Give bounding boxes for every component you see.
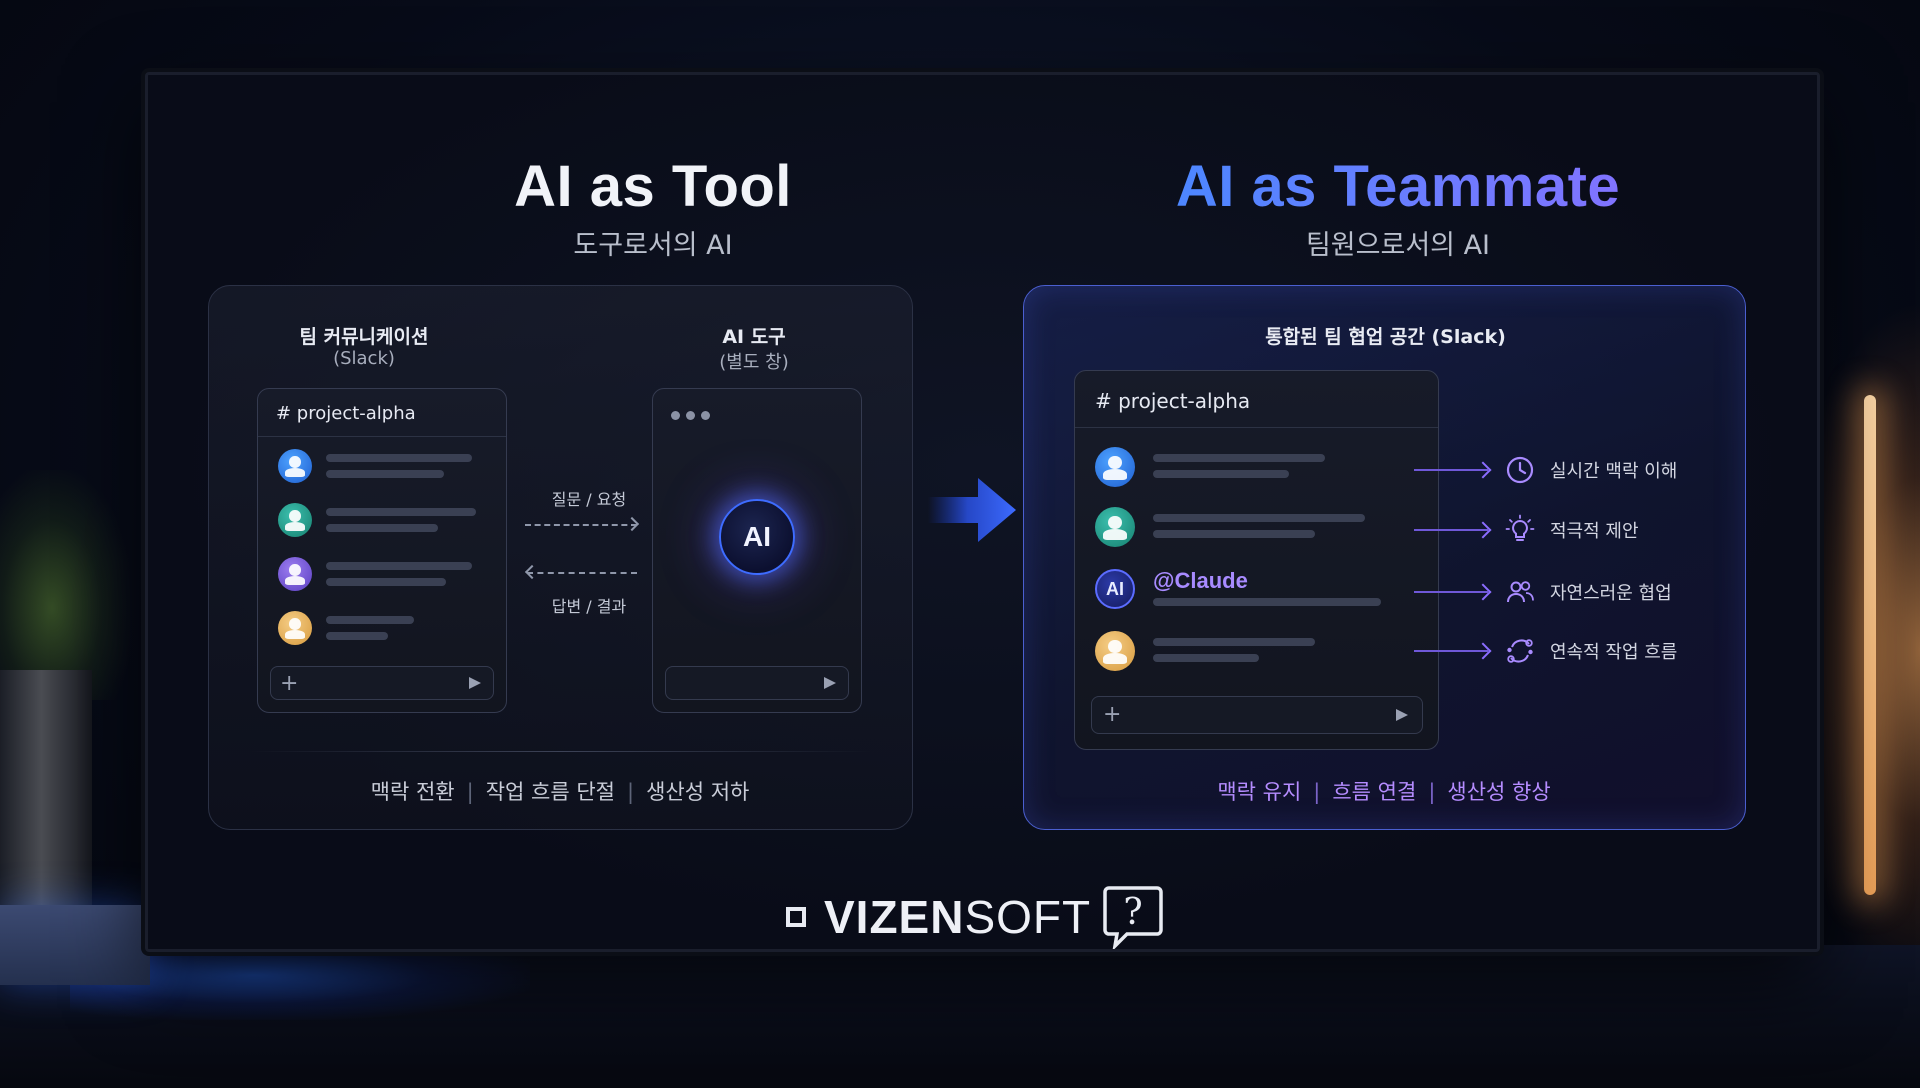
feature-label: 연속적 작업 흐름	[1550, 642, 1678, 663]
request-label: 질문 / 요청	[551, 490, 627, 509]
separator: |	[466, 780, 474, 804]
feature-label: 적극적 제안	[1550, 521, 1639, 542]
claude-mention[interactable]: @Claude	[1153, 568, 1248, 593]
drawback-2: 작업 흐름 단절	[485, 780, 615, 804]
message-line	[326, 508, 476, 516]
plant-pot	[0, 670, 92, 910]
left-title: AI as Tool	[514, 154, 792, 219]
drawback-1: 맥락 전환	[370, 780, 455, 804]
team-comm-sub: (Slack)	[333, 348, 395, 369]
teammate-benefits: 맥락 유지 | 흐름 연결 | 생산성 향상	[1024, 776, 1744, 806]
benefit-1: 맥락 유지	[1217, 780, 1302, 804]
brand-name-light: SOFT	[964, 891, 1092, 943]
message-line	[1153, 514, 1365, 522]
divider	[249, 751, 872, 752]
benefit-3: 생산성 향상	[1447, 780, 1551, 804]
desk-lamp	[1864, 395, 1876, 895]
request-arrow	[525, 524, 637, 526]
message-line	[326, 470, 444, 478]
message-line	[326, 616, 414, 624]
feature-connector	[1414, 469, 1488, 471]
plus-icon[interactable]: +	[280, 671, 299, 696]
plus-icon[interactable]: +	[1103, 702, 1122, 727]
clock-icon	[1506, 456, 1534, 484]
transition-arrow-icon	[928, 478, 1016, 542]
arrowhead-right-icon	[624, 516, 640, 532]
brand-square-icon	[786, 907, 806, 927]
brand-name-bold: VIZEN	[824, 891, 965, 943]
feature-proactive: 적극적 제안	[1414, 512, 1639, 548]
plant-leaves	[0, 470, 130, 700]
avatar	[1095, 631, 1135, 671]
message-input[interactable]: +	[270, 666, 494, 700]
message-line	[1153, 470, 1289, 478]
avatar	[1095, 507, 1135, 547]
benefit-2: 흐름 연결	[1332, 780, 1417, 804]
separator: |	[1313, 780, 1321, 804]
speech-bubble-question-icon: ?	[1103, 886, 1163, 949]
message-line	[326, 632, 388, 640]
brand-logo: VIZENSOFT ?	[786, 886, 1165, 949]
divider	[258, 436, 506, 437]
feature-continuous-flow: 연속적 작업 흐름	[1414, 633, 1677, 669]
ai-tool-window: AI	[652, 388, 862, 713]
message-line	[1153, 654, 1259, 662]
ai-tool-label: AI 도구	[722, 326, 786, 348]
avatar	[278, 449, 312, 483]
feature-label: 실시간 맥락 이해	[1550, 461, 1678, 482]
brand-name: VIZENSOFT	[824, 890, 1091, 944]
message-line	[326, 562, 472, 570]
message-line	[326, 578, 446, 586]
monitor-stand	[0, 905, 150, 985]
avatar	[278, 503, 312, 537]
avatar	[278, 557, 312, 591]
ai-orb: AI	[719, 499, 795, 575]
message-line	[1153, 530, 1315, 538]
right-subtitle: 팀원으로서의 AI	[1305, 230, 1491, 261]
integrated-slack-window: # project-alpha AI @Claude +	[1074, 370, 1439, 750]
tool-panel: 팀 커뮤니케이션 (Slack) AI 도구 (별도 창) # project-…	[208, 285, 913, 830]
divider	[1075, 427, 1438, 428]
slack-window: # project-alpha +	[257, 388, 507, 713]
ai-input[interactable]	[665, 666, 849, 700]
slide: AI as Tool 도구로서의 AI AI as Teammate 팀원으로서…	[148, 75, 1817, 949]
send-icon[interactable]	[469, 677, 481, 689]
right-title: AI as Teammate	[1048, 153, 1748, 220]
send-icon[interactable]	[824, 677, 836, 689]
people-icon	[1507, 581, 1534, 603]
drawback-3: 생산성 저하	[646, 780, 750, 804]
feature-connector	[1414, 529, 1488, 531]
teammate-panel: 통합된 팀 협업 공간 (Slack) # project-alpha AI @…	[1023, 285, 1746, 830]
channel-name[interactable]: # project-alpha	[1095, 389, 1251, 413]
separator: |	[1428, 780, 1436, 804]
channel-name[interactable]: # project-alpha	[276, 403, 416, 424]
avatar	[1095, 447, 1135, 487]
feature-connector	[1414, 591, 1488, 593]
response-label: 답변 / 결과	[551, 597, 627, 616]
message-line	[326, 524, 438, 532]
avatar	[278, 611, 312, 645]
bubble-glyph: ?	[1123, 892, 1142, 933]
message-line	[1153, 638, 1315, 646]
team-comm-label: 팀 커뮤니케이션	[299, 326, 429, 348]
message-line	[326, 454, 472, 462]
lightbulb-icon	[1505, 514, 1535, 541]
workspace-label: 통합된 팀 협업 공간 (Slack)	[1265, 326, 1506, 348]
feature-collaboration: 자연스러운 협업	[1414, 574, 1672, 610]
cycle-icon	[1507, 639, 1533, 663]
tool-drawbacks: 맥락 전환 | 작업 흐름 단절 | 생산성 저하	[209, 776, 911, 806]
claude-avatar: AI	[1095, 569, 1135, 609]
response-arrow	[527, 572, 637, 574]
separator: |	[626, 780, 635, 804]
message-input[interactable]: +	[1091, 696, 1423, 734]
ai-tool-sub: (별도 창)	[719, 352, 789, 373]
send-icon[interactable]	[1396, 709, 1408, 721]
feature-context: 실시간 맥락 이해	[1414, 452, 1677, 488]
monitor: AI as Tool 도구로서의 AI AI as Teammate 팀원으로서…	[145, 72, 1820, 952]
message-line	[1153, 454, 1325, 462]
left-subtitle: 도구로서의 AI	[573, 230, 733, 261]
feature-connector	[1414, 650, 1488, 652]
message-line	[1153, 598, 1381, 606]
feature-label: 자연스러운 협업	[1550, 583, 1672, 604]
